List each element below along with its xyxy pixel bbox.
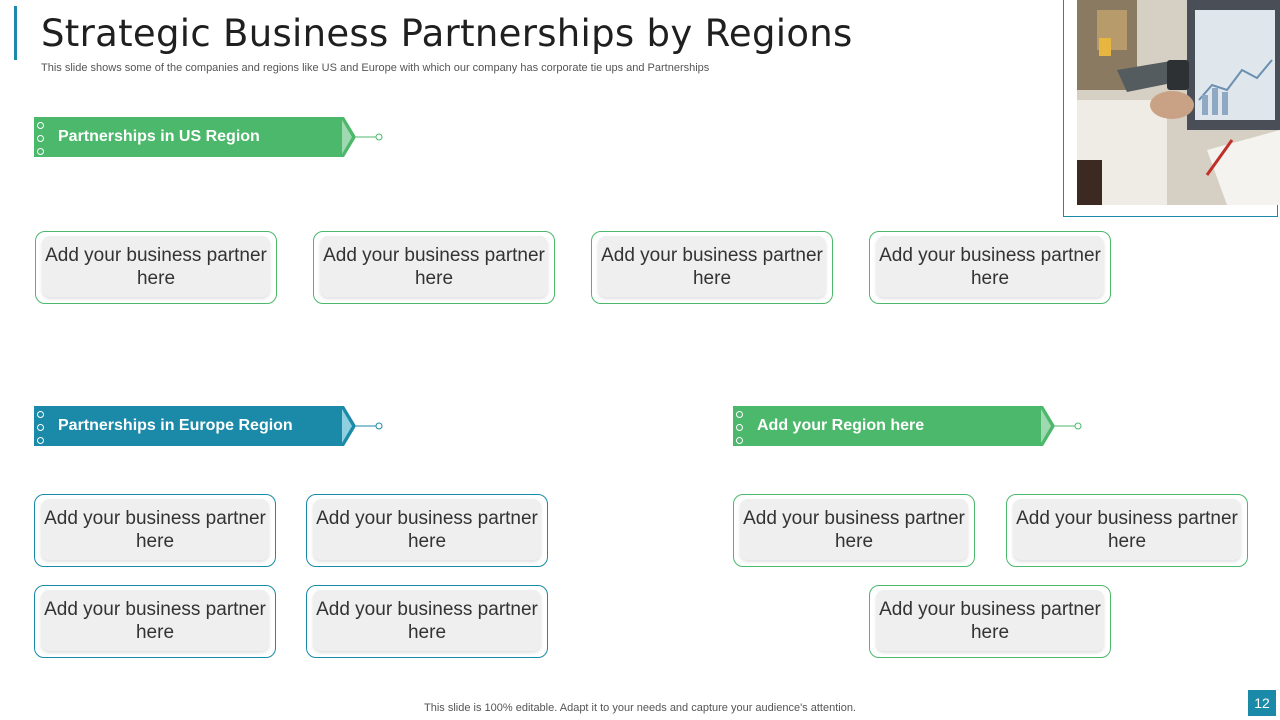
partner-label: Add your business partner here: [313, 590, 541, 651]
partner-label: Add your business partner here: [320, 236, 548, 297]
region-label-us: Partnerships in US Region: [58, 128, 260, 145]
region-banner-europe[interactable]: Partnerships in Europe Region: [34, 406, 384, 446]
partner-label: Add your business partner here: [41, 499, 269, 560]
partner-label: Add your business partner here: [876, 236, 1104, 297]
partner-box-us-1[interactable]: Add your business partner here: [35, 231, 277, 304]
banner-arrow-icon: [1037, 406, 1082, 446]
partner-label: Add your business partner here: [740, 499, 968, 560]
banner-dots-icon: [736, 411, 744, 450]
partner-label: Add your business partner here: [41, 590, 269, 651]
partner-label: Add your business partner here: [598, 236, 826, 297]
page-number: 12: [1248, 690, 1276, 716]
region-label-europe: Partnerships in Europe Region: [58, 417, 293, 434]
partner-box-europe-1[interactable]: Add your business partner here: [34, 494, 276, 567]
partner-box-other-2[interactable]: Add your business partner here: [1006, 494, 1248, 567]
partner-label: Add your business partner here: [42, 236, 270, 297]
partner-label: Add your business partner here: [313, 499, 541, 560]
page-title: Strategic Business Partnerships by Regio…: [41, 12, 853, 55]
office-photo: [1077, 0, 1280, 205]
partner-label: Add your business partner here: [876, 590, 1104, 651]
partner-box-europe-3[interactable]: Add your business partner here: [34, 585, 276, 658]
banner-arrow-icon: [338, 406, 383, 446]
region-banner-other[interactable]: Add your Region here: [733, 406, 1083, 446]
banner-dots-icon: [37, 122, 45, 161]
partner-box-us-4[interactable]: Add your business partner here: [869, 231, 1111, 304]
page-subtitle: This slide shows some of the companies a…: [41, 62, 710, 74]
banner-arrow-icon: [338, 117, 383, 157]
partner-label: Add your business partner here: [1013, 499, 1241, 560]
partner-box-europe-2[interactable]: Add your business partner here: [306, 494, 548, 567]
title-accent-bar: [14, 6, 17, 60]
partner-box-other-3[interactable]: Add your business partner here: [869, 585, 1111, 658]
region-banner-us[interactable]: Partnerships in US Region: [34, 117, 384, 157]
partner-box-us-3[interactable]: Add your business partner here: [591, 231, 833, 304]
region-label-other: Add your Region here: [757, 417, 925, 434]
footer-note: This slide is 100% editable. Adapt it to…: [424, 702, 856, 714]
partner-box-europe-4[interactable]: Add your business partner here: [306, 585, 548, 658]
partner-box-us-2[interactable]: Add your business partner here: [313, 231, 555, 304]
banner-dots-icon: [37, 411, 45, 450]
partner-box-other-1[interactable]: Add your business partner here: [733, 494, 975, 567]
